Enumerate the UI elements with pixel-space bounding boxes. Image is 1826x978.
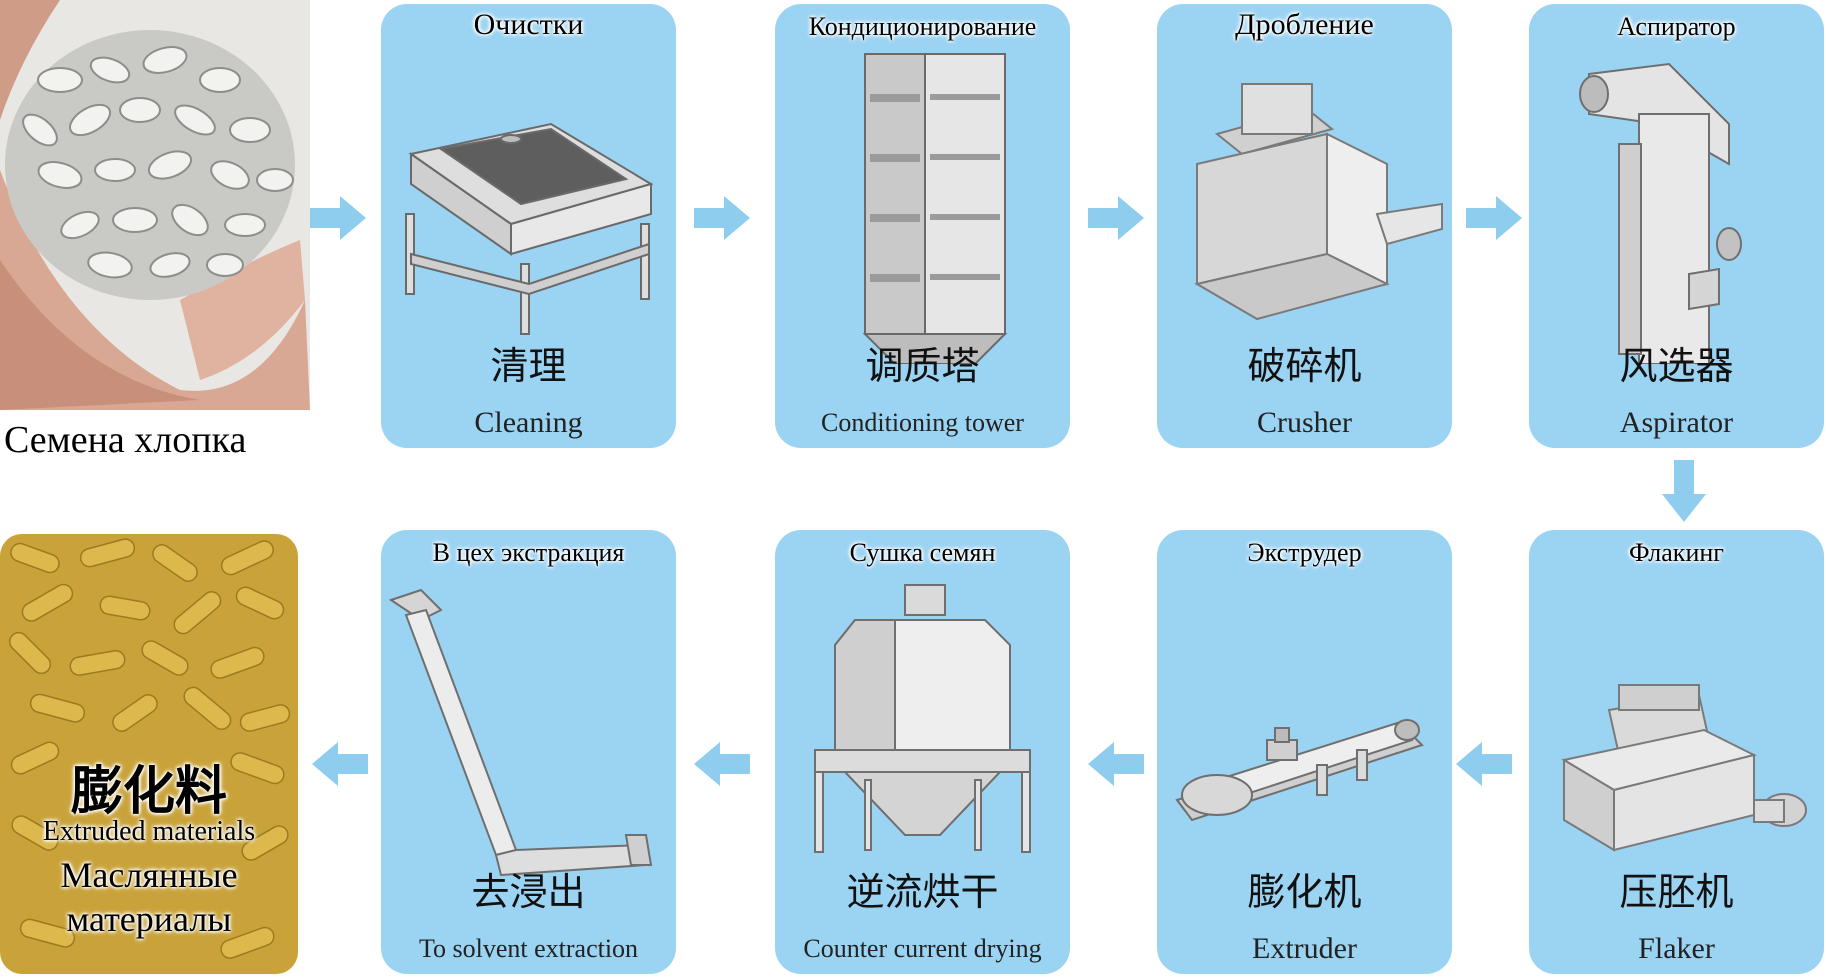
step-title-ru: Очистки <box>473 8 584 41</box>
step-card-crusher: Дробление 破碎机 Crusher <box>1157 4 1452 448</box>
output-label-ru-line2: материалы <box>66 899 232 939</box>
step-title-en: Extruder <box>1252 932 1357 965</box>
cleaning-machine-icon <box>405 122 654 335</box>
extruded-materials-image <box>0 534 298 974</box>
arrow-right-icon <box>1088 196 1144 240</box>
conveyor-icon <box>388 588 653 877</box>
step-title-ru: Дробление <box>1235 8 1374 41</box>
step-card-extruder: Экструдер 膨化机 Extruder <box>1157 530 1452 974</box>
output-label-en: Extruded materials <box>42 816 256 847</box>
extruded-materials-photo: 膨化料 Extruded materials Маслянные материа… <box>0 534 298 974</box>
step-title-ru: Экструдер <box>1247 538 1362 567</box>
step-title-zh: 破碎机 <box>1247 344 1362 388</box>
flaker-icon <box>1561 684 1807 852</box>
crusher-icon <box>1194 83 1443 321</box>
step-title-ru: Кондиционирование <box>808 12 1037 41</box>
step-card-aspirator: Аспиратор 风选器 Aspirator <box>1529 4 1824 448</box>
step-title-ru: Флакинг <box>1629 538 1724 567</box>
step-title-en: Flaker <box>1638 932 1715 965</box>
step-title-en: Counter current drying <box>803 934 1042 963</box>
step-title-zh: 清理 <box>490 344 567 388</box>
step-title-en: Aspirator <box>1619 406 1734 439</box>
step-title-zh: 压胚机 <box>1619 870 1734 914</box>
arrow-left-icon <box>694 742 750 786</box>
step-title-ru: Аспиратор <box>1617 12 1736 41</box>
step-title-zh: 逆流烘干 <box>846 870 999 914</box>
cotton-seeds-photo <box>0 0 310 410</box>
extruder-icon <box>1175 718 1424 822</box>
step-title-ru: В цех экстракция <box>432 538 625 567</box>
conditioning-tower-icon <box>862 53 1008 364</box>
aspirator-icon <box>1579 62 1742 364</box>
arrow-left-icon <box>312 742 368 786</box>
output-label-ru-line1: Маслянные <box>60 855 238 895</box>
step-card-flaker: Флакинг 压胚机 Flaker <box>1529 530 1824 974</box>
step-title-zh: 调质塔 <box>865 344 980 388</box>
step-card-to-solvent-extraction: В цех экстракция 去浸出 To solvent extracti… <box>381 530 676 974</box>
cotton-seeds-image <box>0 0 310 410</box>
arrow-down-icon <box>1662 460 1706 522</box>
step-title-zh: 膨化机 <box>1247 870 1362 914</box>
step-title-zh: 风选器 <box>1619 344 1734 388</box>
step-title-en: Crusher <box>1257 406 1352 439</box>
step-title-en: Cleaning <box>474 406 583 439</box>
step-title-zh: 去浸出 <box>471 870 586 914</box>
step-title-en: Conditioning tower <box>821 408 1024 437</box>
arrow-right-icon <box>310 196 366 240</box>
arrow-left-icon <box>1088 742 1144 786</box>
step-card-conditioning-tower: Кондиционирование 调质塔 Conditioning tower <box>775 4 1070 448</box>
dryer-icon <box>814 584 1031 853</box>
arrow-right-icon <box>1466 196 1522 240</box>
arrow-right-icon <box>694 196 750 240</box>
step-title-en: To solvent extraction <box>418 934 639 963</box>
step-card-cleaning: Очистки 清理 Cleaning <box>381 4 676 448</box>
input-label: Семена хлопка <box>4 419 247 461</box>
arrow-left-icon <box>1456 742 1512 786</box>
output-label-zh: 膨化料 <box>70 762 227 822</box>
step-title-ru: Сушка семян <box>849 538 996 567</box>
step-card-counter-current-drying: Сушка семян 逆流烘干 Counter current drying <box>775 530 1070 974</box>
